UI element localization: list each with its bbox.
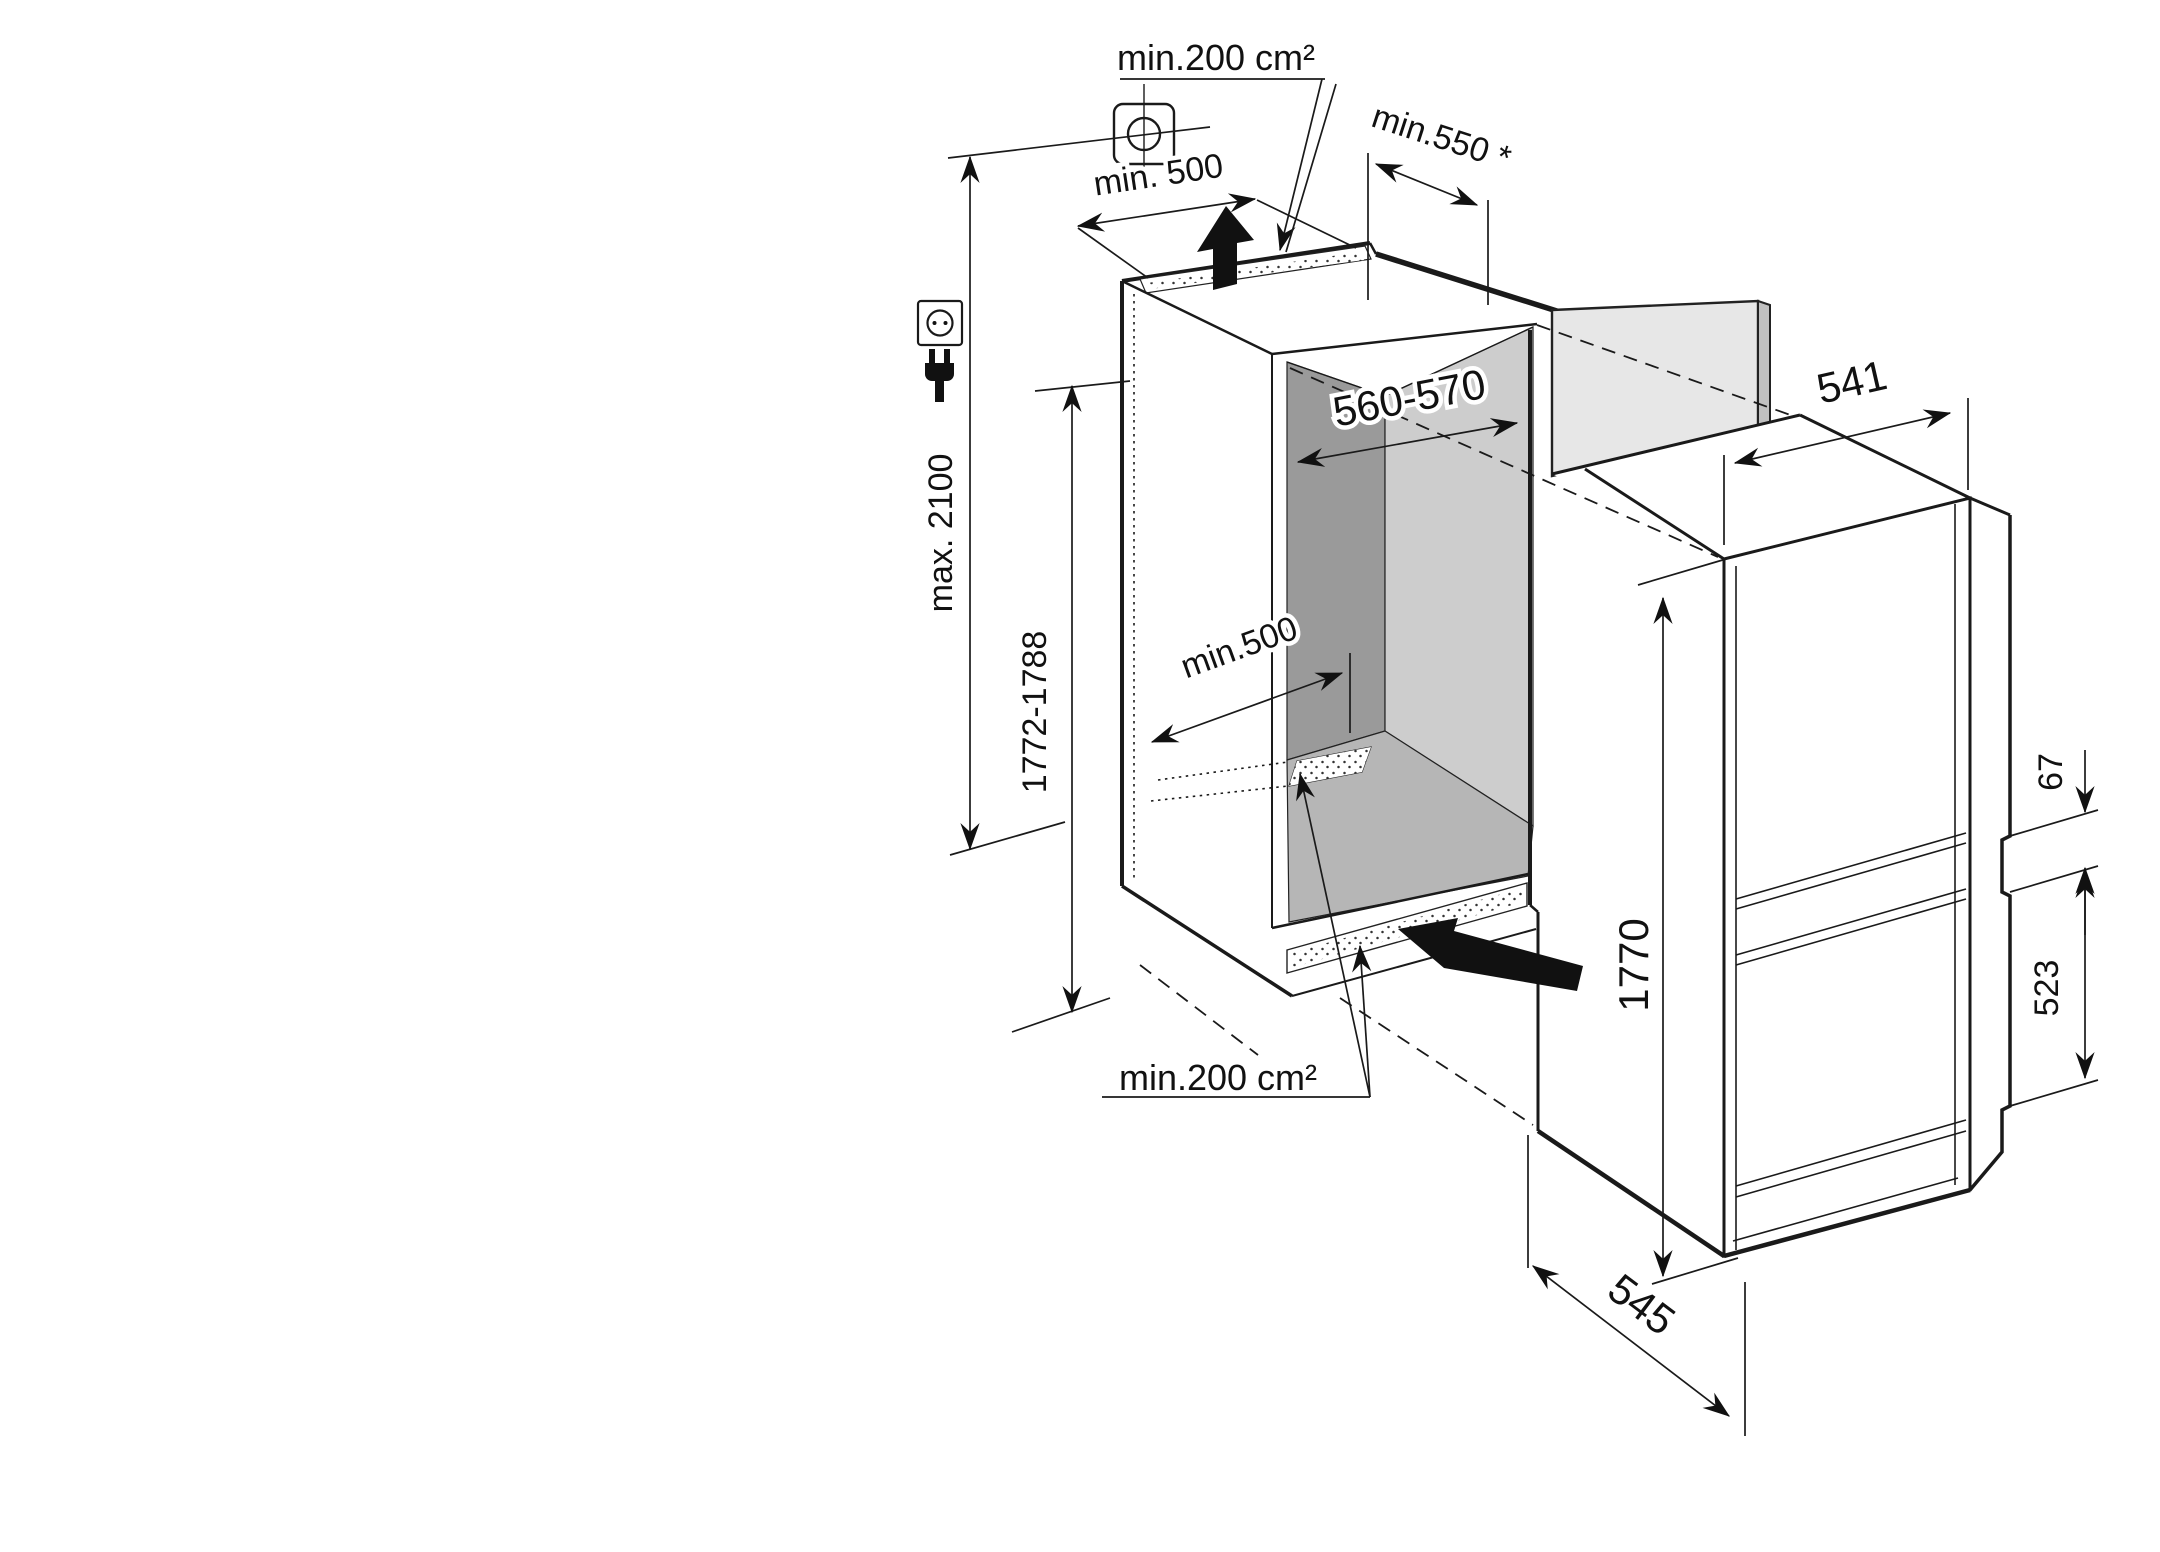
appliance-top-depth-edge — [1969, 496, 2011, 517]
bottom-vent-width-label: min.500 — [1176, 609, 1303, 686]
appliance-height-label: 1770 — [1610, 918, 1657, 1011]
dimensions: max. 2100 1772-1788 min. 500 min.550 * 5… — [918, 33, 2099, 1436]
top-vent-label: min.200 cm² — [1117, 37, 1315, 78]
label-bottom-vent: min.200 cm² — [1102, 772, 1372, 1103]
ceiling-height-label: max. 2100 — [922, 454, 960, 613]
door-gap-line-2 — [1735, 898, 1967, 966]
back-wall-top-edge — [1286, 361, 1386, 397]
hidden-ground-line-2 — [1339, 997, 1534, 1126]
power-socket-icon — [916, 299, 964, 347]
appliance-depth-label: 545 — [1600, 1265, 1684, 1345]
niche-opening-top-edge — [1271, 322, 1538, 356]
cabinet-top-right-edge — [1375, 251, 1561, 315]
appliance-top-left-edge — [1584, 467, 1725, 561]
ground-line — [1536, 1129, 1726, 1258]
base-front-edge — [1732, 1177, 1959, 1242]
dim-lower-door: 523 — [2024, 870, 2095, 1080]
hidden-vent-edge-2 — [1150, 785, 1289, 802]
airflow-intake-arrow-icon — [1398, 918, 1583, 991]
base-top-edge — [1735, 1130, 1967, 1198]
door-gap-label: 67 — [2032, 753, 2070, 791]
dim-appliance-height: 1770 — [1606, 558, 1739, 1285]
lower-door-top-edge — [1735, 888, 1967, 956]
dim-appliance-depth: 545 — [1527, 1135, 1746, 1436]
plinth-front-edge — [1291, 928, 1537, 997]
top-clearance-label: min. 500 — [1091, 147, 1226, 204]
lower-door-label: 523 — [2028, 960, 2066, 1017]
niche-height-label: 1772-1788 — [1016, 631, 1054, 794]
door-panel-side — [1757, 299, 1771, 433]
plinth-left-edge — [1121, 884, 1293, 998]
top-recess-step — [1368, 242, 1378, 255]
label-top-vent: min.200 cm² — [1112, 33, 1337, 253]
side-wall-top-edge — [1384, 326, 1534, 397]
lower-door-bottom-edge — [1735, 1119, 1967, 1187]
top-vent-stipple — [1147, 252, 1364, 289]
hidden-vent-edge-1 — [1157, 761, 1289, 781]
bottom-vent-label: min.200 cm² — [1119, 1057, 1317, 1098]
appliance — [1551, 413, 2012, 1259]
niche-sill-edge — [1271, 872, 1529, 930]
door-gap-line-1 — [1735, 842, 1967, 910]
appliance-bottom-edge — [1723, 1187, 1971, 1259]
dim-ceiling-height: max. 2100 — [918, 126, 1211, 856]
cabinet-top-front-edge — [1121, 241, 1371, 283]
niche-ceiling-left-edge — [1121, 279, 1273, 356]
appliance-width-label: 541 — [1812, 351, 1891, 413]
power-plug-icon — [925, 349, 954, 402]
appliance-right-silhouette — [1968, 515, 2012, 1192]
jamb-step — [1529, 904, 1539, 913]
hidden-ground-line-1 — [1139, 964, 1259, 1056]
upper-door-bottom-edge — [1735, 832, 1967, 900]
appliance-side-face — [1970, 498, 2010, 1190]
worktop-depth-label: min.550 * — [1367, 97, 1515, 178]
dim-niche-height: 1772-1788 — [1012, 380, 1131, 1033]
